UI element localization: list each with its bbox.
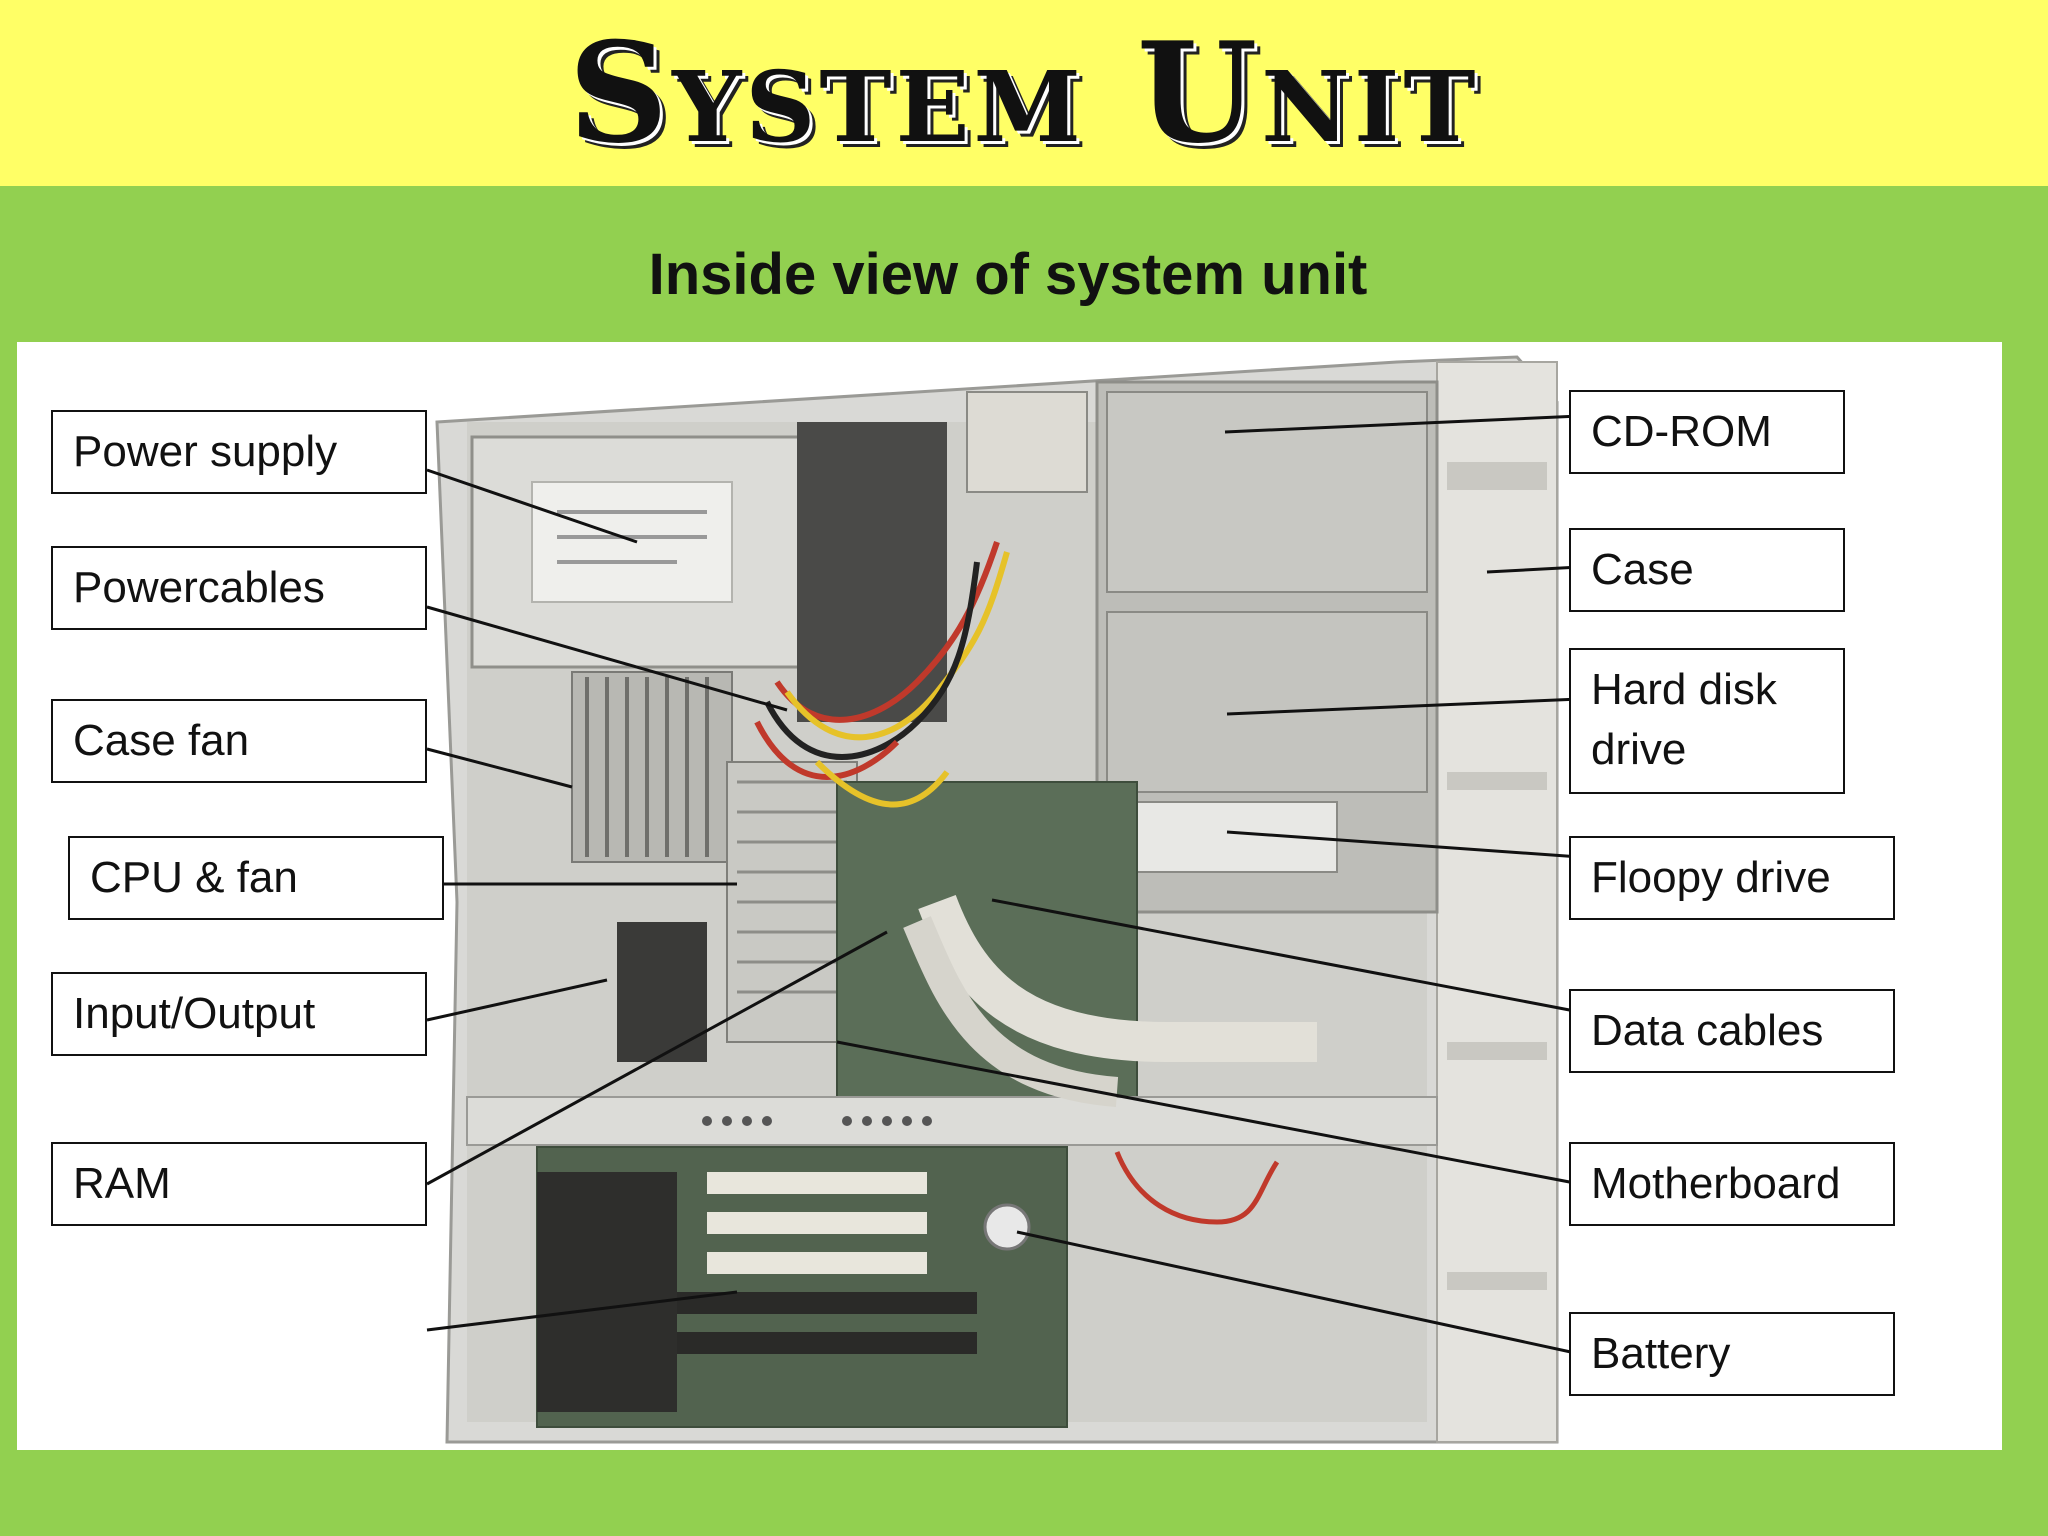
case-front-bezel [1436,361,1558,1443]
bezel-slot-1 [1447,462,1547,490]
dark-cavity [797,422,947,722]
bracket-dots [702,1116,932,1126]
isa-slot-2 [677,1332,977,1354]
label-cpu-fan: CPU & fan [68,836,444,920]
label-input-output: Input/Output [51,972,427,1056]
fan-grille-lines [585,677,709,857]
label-floppy-drive: Floopy drive [1569,836,1895,920]
cmos-battery [983,1203,1031,1251]
io-ports [617,922,707,1062]
expansion-bar [466,1096,1438,1146]
bezel-slot-3 [1447,1042,1547,1060]
pci-slot-3 [707,1252,927,1274]
ribbon-cable-2 [903,916,1119,1107]
label-data-cables: Data cables [1569,989,1895,1073]
drive-connector [966,391,1088,493]
isa-slot-1 [677,1292,977,1314]
label-powercables: Powercables [51,546,427,630]
slide-title: System Unit [568,11,1480,174]
power-supply-label [531,481,733,603]
pci-slot-1 [707,1172,927,1194]
system-unit-illustration [426,355,1581,1444]
expansion-card [537,1172,677,1412]
label-ram: RAM [51,1142,427,1226]
heatsink-fins [737,780,847,994]
label-case: Case [1569,528,1845,612]
label-battery: Battery [1569,1312,1895,1396]
bezel-slot-2 [1447,772,1547,790]
label-hard-disk-drive-line-2: drive [1591,725,1687,774]
cd-rom-drive [1106,391,1428,593]
hard-disk-drive [1106,611,1428,793]
label-cd-rom: CD-ROM [1569,390,1845,474]
slide-subtitle: Inside view of system unit [648,242,1368,307]
title-band [0,0,2048,186]
power-cable-bundle [754,541,1010,808]
label-power-supply: Power supply [51,410,427,494]
system-unit-photo-panel: Power supply Powercables Case fan CPU & … [17,342,2002,1450]
label-hard-disk-drive-line-1: Hard disk [1591,665,1777,714]
label-case-fan: Case fan [51,699,427,783]
ribbon-cable-1 [918,894,1317,1062]
bezel-slot-4 [1447,1272,1547,1290]
power-cable-lower [1114,1151,1280,1225]
label-hard-disk-drive: Hard disk drive [1569,648,1845,794]
label-motherboard: Motherboard [1569,1142,1895,1226]
pci-slot-2 [707,1212,927,1234]
leader-lines [426,414,1581,1356]
